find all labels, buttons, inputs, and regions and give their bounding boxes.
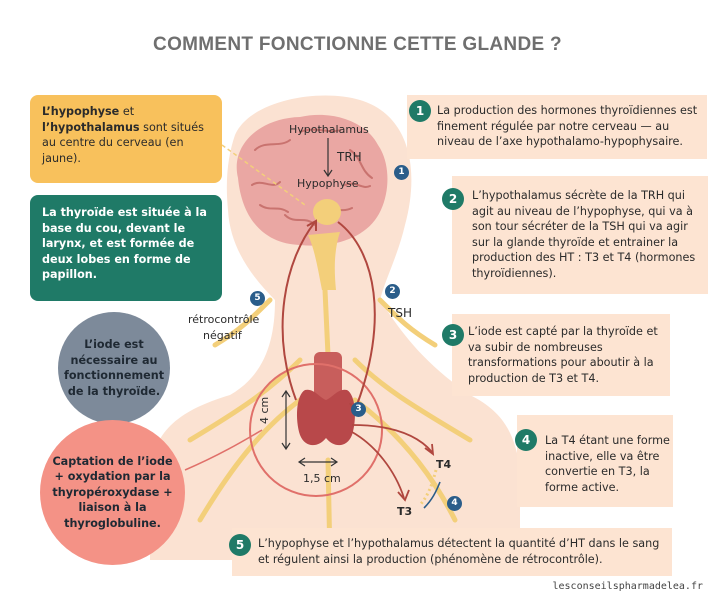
tsh-label: TSH bbox=[388, 306, 412, 320]
hypothalamus-term: l’hypothalamus bbox=[42, 120, 140, 134]
mini-badge-3: 3 bbox=[351, 402, 366, 417]
thyroide-info-box: La thyroïde est située à la base du cou,… bbox=[30, 195, 222, 301]
captation-info-circle: Captation de l’iode + oxydation par la t… bbox=[40, 420, 185, 565]
captation-connector bbox=[184, 429, 263, 471]
step-5-text: L’hypophyse et l’hypothalamus détectent … bbox=[258, 537, 660, 566]
t4-conversion-dots bbox=[418, 469, 438, 506]
thyroide-info-text: est située à la base du cou, devant le l… bbox=[42, 206, 207, 281]
step-2-box: 2 L’hypothalamus sécrète de la TRH qui a… bbox=[442, 176, 708, 294]
step-1-badge: 1 bbox=[409, 100, 431, 122]
hypophyse-connector-text: et bbox=[119, 105, 135, 118]
iode-info-text: L’iode est nécessaire au fonctionnement … bbox=[63, 338, 165, 398]
retrocontrole-arrow bbox=[281, 221, 316, 401]
conversion-arrow bbox=[423, 481, 441, 509]
mini-badge-2: 2 bbox=[385, 284, 400, 299]
hypophyse-connector bbox=[221, 144, 306, 206]
hypophyse-info-text: sont situés au centre du cerveau (en jau… bbox=[42, 120, 204, 165]
thyroid-zoom-circle bbox=[249, 363, 383, 497]
source-footer: lesconseilspharmadelea.fr bbox=[552, 581, 703, 592]
page-title: COMMENT FONCTIONNE CETTE GLANDE ? bbox=[153, 34, 562, 55]
body-silhouette bbox=[150, 95, 520, 560]
thyroide-term: La thyroïde bbox=[42, 206, 114, 219]
t4-arrow bbox=[351, 424, 433, 453]
hypothalamus-label: Hypothalamus bbox=[289, 123, 369, 136]
step-1-text: La production des hormones thyroïdiennes… bbox=[437, 104, 698, 148]
step-3-box: 3 L’iode est capté par la thyroïde et va… bbox=[442, 314, 670, 396]
t3-label: T3 bbox=[397, 505, 413, 518]
step-5-badge: 5 bbox=[229, 534, 251, 556]
brain bbox=[236, 114, 388, 246]
iode-info-circle: L’iode est nécessaire au fonctionnement … bbox=[58, 312, 170, 424]
hypophyse-term: L’hypophyse bbox=[42, 105, 120, 118]
width-dimension bbox=[297, 457, 339, 467]
captation-info-text: Captation de l’iode + oxydation par la t… bbox=[52, 454, 173, 530]
step-3-badge: 3 bbox=[442, 324, 464, 346]
mini-badge-4: 4 bbox=[447, 496, 462, 511]
step-2-text: L’hypothalamus sécrète de la TRH qui agi… bbox=[472, 189, 696, 280]
step-2-badge: 2 bbox=[442, 188, 464, 210]
step-3-text: L’iode est capté par la thyroïde et va s… bbox=[468, 325, 658, 385]
width-label: 1,5 cm bbox=[303, 472, 341, 485]
trh-label: TRH bbox=[337, 150, 362, 164]
t4-label: T4 bbox=[436, 458, 452, 471]
height-label: 4 cm bbox=[258, 396, 271, 424]
hypophyse-info-box: L’hypophyse et l’hypothalamus sont situé… bbox=[30, 95, 222, 183]
step-4-badge: 4 bbox=[515, 429, 537, 451]
retrocontrole-label-2: négatif bbox=[203, 329, 242, 342]
step-4-box: 4 La T4 étant une forme inactive, elle v… bbox=[515, 415, 673, 507]
mini-badge-5: 5 bbox=[250, 291, 265, 306]
trh-arrow bbox=[323, 138, 333, 178]
brainstem bbox=[308, 232, 340, 290]
step-1-box: 1 La production des hormones thyroïdienn… bbox=[407, 95, 707, 159]
t3-arrow bbox=[351, 431, 405, 499]
hypophyse-gland bbox=[313, 199, 341, 225]
mini-badge-1: 1 bbox=[394, 165, 409, 180]
height-dimension bbox=[281, 389, 291, 451]
tsh-arrow bbox=[337, 221, 376, 411]
thyroid-gland bbox=[297, 389, 355, 446]
step-5-box: 5 L’hypophyse et l’hypothalamus détecten… bbox=[229, 528, 672, 576]
step-4-text: La T4 étant une forme inactive, elle va … bbox=[545, 434, 670, 494]
hypophyse-label: Hypophyse bbox=[297, 177, 359, 190]
retrocontrole-label-1: rétrocontrôle bbox=[188, 313, 260, 326]
